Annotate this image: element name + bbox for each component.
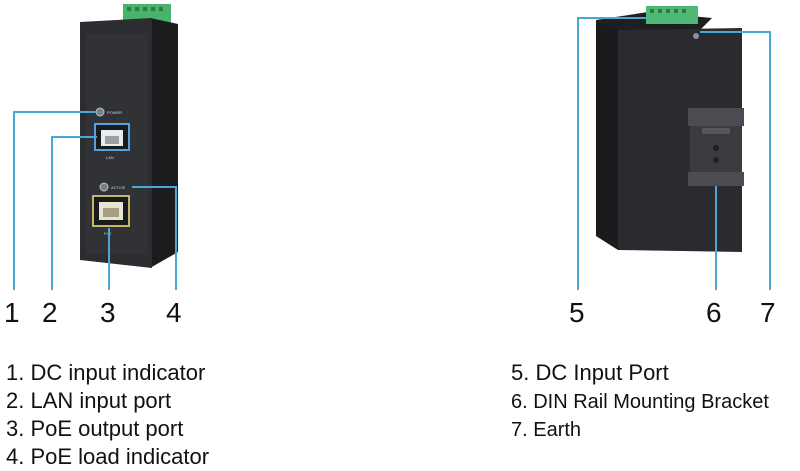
back-device [596, 6, 744, 252]
lan-label: LAN [106, 155, 114, 160]
front-device: POWER LAN ACTIVE PoE [80, 4, 178, 268]
callout-line-7 [700, 31, 771, 290]
earth-screw-icon [693, 33, 699, 39]
legend-item-2: 2. LAN input port [6, 388, 172, 413]
power-label: POWER [107, 110, 122, 115]
legend-item-6: 6. DIN Rail Mounting Bracket [511, 391, 769, 413]
callout-line-1 [13, 111, 98, 290]
callout-number-6: 6 [706, 297, 722, 328]
poe-label: PoE [104, 231, 112, 236]
callout-number-5: 5 [569, 297, 585, 328]
legend-item-5: 5. DC Input Port [511, 360, 669, 385]
legend-item-4: 4. PoE load indicator [6, 444, 210, 469]
callout-line-2 [51, 136, 97, 290]
front-callout-lines [13, 111, 177, 290]
back-device-panel [618, 28, 742, 252]
callout-number-3: 3 [100, 297, 116, 328]
callout-number-2: 2 [42, 297, 58, 328]
callout-number-4: 4 [166, 297, 182, 328]
callout-line-5 [577, 17, 648, 290]
active-led-icon [99, 182, 109, 192]
legend-item-7: 7. Earth [511, 419, 582, 441]
active-label: ACTIVE [111, 185, 126, 190]
callout-number-7: 7 [760, 297, 776, 328]
back-callout-lines [577, 17, 771, 290]
legend-item-3: 3. PoE output port [6, 416, 184, 441]
back-device-side [596, 22, 618, 250]
callout-number-1: 1 [4, 297, 20, 328]
legend-item-1: 1. DC input indicator [6, 360, 206, 385]
callout-line-4 [132, 186, 177, 290]
front-device-side [150, 18, 178, 268]
back-terminal-block [646, 6, 698, 24]
